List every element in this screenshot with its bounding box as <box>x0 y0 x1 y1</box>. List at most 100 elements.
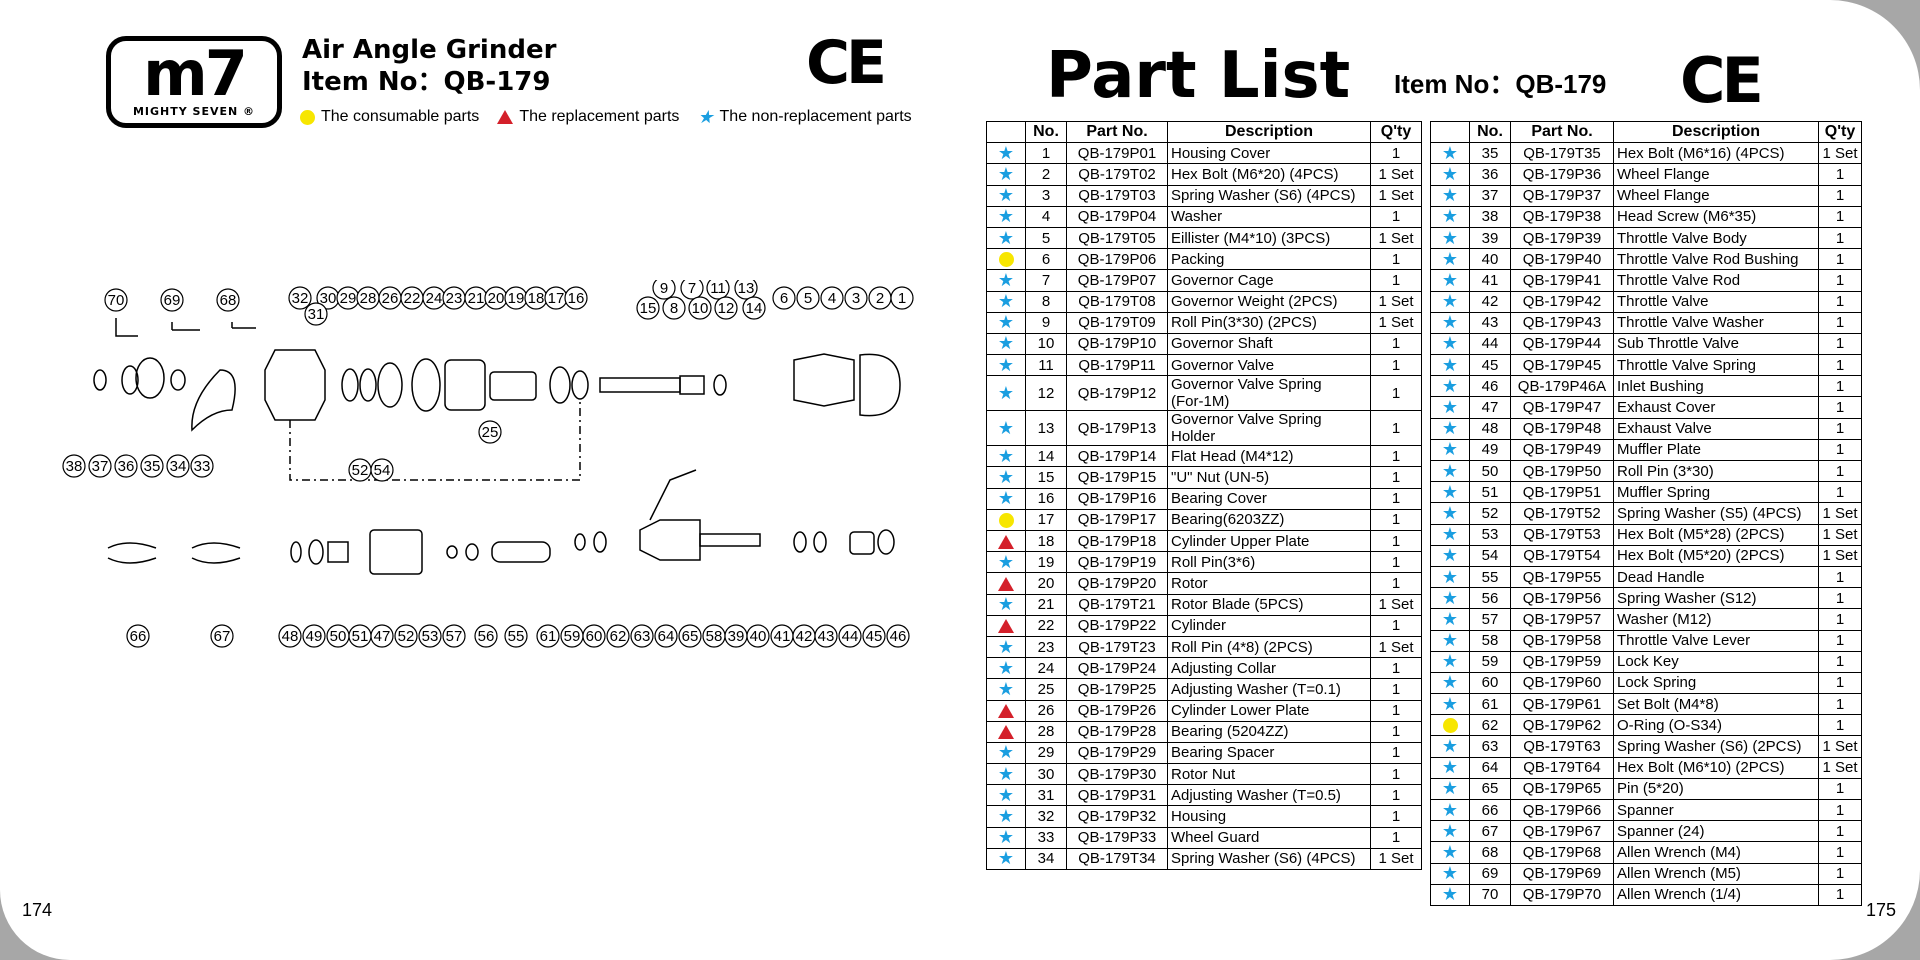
part-no-cell: QB-179T23 <box>1066 635 1168 659</box>
description-cell: "U" Nut (UN-5) <box>1167 466 1371 489</box>
callout-circle <box>582 624 606 648</box>
description-cell: Spring Washer (S12) <box>1613 587 1819 610</box>
no-cell: 28 <box>1025 720 1067 743</box>
symbol-cell: ★ <box>1430 650 1470 673</box>
description-cell: Throttle Valve Rod <box>1613 269 1819 292</box>
qty-cell: 1 <box>1370 466 1422 489</box>
non-replacement-star-icon: ★ <box>1441 608 1459 629</box>
part-no-cell: QB-179P33 <box>1066 826 1168 849</box>
callout-label: 13 <box>738 280 755 297</box>
callout-circle <box>474 624 498 648</box>
no-cell: 24 <box>1025 657 1067 680</box>
callout-circle <box>844 286 868 310</box>
part-no-cell: QB-179P29 <box>1066 741 1168 765</box>
description-cell: Dead Handle <box>1613 565 1819 589</box>
part-no-cell: QB-179P70 <box>1510 883 1614 906</box>
non-replacement-star-icon: ★ <box>1441 799 1459 820</box>
symbol-cell: ★ <box>1430 184 1470 207</box>
no-header: No. <box>1025 120 1067 144</box>
callout-label: 9 <box>660 280 668 297</box>
qty-cell: 1 <box>1818 354 1862 377</box>
non-replacement-star-icon: ★ <box>997 417 1015 438</box>
qty-cell: 1 <box>1818 608 1862 631</box>
qty-cell: 1 Set <box>1370 635 1422 659</box>
part-no-cell: QB-179P12 <box>1066 375 1168 412</box>
callout-circle <box>706 280 730 300</box>
consumable-dot-icon <box>998 512 1014 528</box>
symbol-cell: ★ <box>1430 629 1470 652</box>
callout-circle <box>504 624 528 648</box>
symbol-cell <box>986 529 1026 553</box>
qty-cell: 1 <box>1818 693 1862 716</box>
callout-circle <box>140 454 164 478</box>
callout-circle <box>564 286 588 310</box>
symbol-cell: ★ <box>1430 820 1470 843</box>
callout-circle <box>742 296 766 320</box>
symbol-cell: ★ <box>1430 332 1470 356</box>
housing-drawing <box>264 349 326 421</box>
description-cell: Bearing Spacer <box>1167 741 1371 765</box>
page-number-left: 174 <box>22 900 53 920</box>
callout-label: 19 <box>508 290 525 307</box>
no-cell: 41 <box>1469 269 1511 292</box>
symbol-header <box>986 120 1026 144</box>
qty-cell: 1 Set <box>1818 502 1862 525</box>
housing-cover-drawing <box>793 353 855 407</box>
part-no-cell: QB-179P17 <box>1066 508 1168 532</box>
callout-label: 44 <box>842 628 859 645</box>
callout-label: 66 <box>130 628 147 645</box>
part-no-cell: QB-179P30 <box>1066 763 1168 786</box>
no-cell: 67 <box>1469 820 1511 843</box>
no-cell: 8 <box>1025 290 1067 313</box>
callout-label: 68 <box>220 292 237 309</box>
symbol-cell: ★ <box>1430 269 1470 292</box>
no-cell: 10 <box>1025 332 1067 356</box>
qty-cell: 1 <box>1370 805 1422 828</box>
callout-label: 1 <box>898 290 906 307</box>
qty-cell: 1 <box>1818 883 1862 906</box>
throttle-valve-body-drawing <box>639 519 701 561</box>
description-cell: Housing <box>1167 805 1371 828</box>
non-replacement-star-icon: ★ <box>1441 884 1459 905</box>
description-cell: Adjusting Washer (T=0.1) <box>1167 678 1371 701</box>
part-no-cell: QB-179P10 <box>1066 332 1168 356</box>
description-cell: Throttle Valve Rod Bushing <box>1613 248 1819 271</box>
part-no-cell: QB-179P42 <box>1510 290 1614 313</box>
symbol-cell: ★ <box>986 184 1026 207</box>
non-replacement-star-icon: ★ <box>697 107 714 127</box>
description-cell: Wheel Flange <box>1613 163 1819 186</box>
ce-mark: CE <box>806 28 887 98</box>
symbol-cell: ★ <box>1430 841 1470 864</box>
non-replacement-star-icon: ★ <box>997 742 1015 763</box>
non-replacement-star-icon: ★ <box>1441 566 1459 587</box>
part-no-cell: QB-179T53 <box>1510 523 1614 546</box>
no-cell: 68 <box>1469 841 1511 864</box>
callout-label: 52 <box>398 628 415 645</box>
symbol-cell: ★ <box>986 311 1026 334</box>
qty-header: Q'ty <box>1370 120 1422 144</box>
symbol-cell: ★ <box>986 635 1026 659</box>
callout-circle <box>838 624 862 648</box>
non-replacement-star-icon: ★ <box>1441 524 1459 545</box>
non-replacement-star-icon: ★ <box>1441 545 1459 566</box>
symbol-cell <box>986 614 1026 637</box>
callout-label: 29 <box>340 290 357 307</box>
logo-subtext: MIGHTY SEVEN ® <box>132 105 256 118</box>
